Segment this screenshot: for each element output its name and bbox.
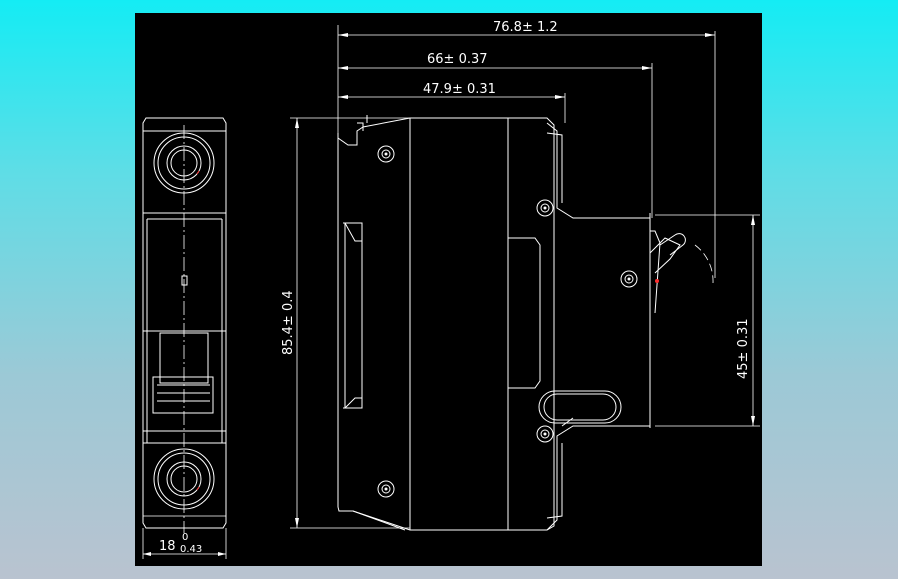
breaker-drawing: 18 0 0.43: [142, 20, 760, 559]
cad-drawing-canvas[interactable]: 18 0 0.43: [135, 13, 762, 566]
dim-side-tol-lower: 0.43: [180, 544, 202, 555]
front-view: [290, 25, 760, 531]
dim-side-tol-upper: 0: [182, 532, 188, 543]
dim-side-width: 18: [159, 539, 176, 554]
dim-total-width: 76.8± 1.2: [493, 20, 558, 35]
dim-height-45: 45± 0.31: [736, 318, 751, 379]
side-view: [142, 117, 227, 559]
dim-height-85: 85.4± 0.4: [281, 290, 296, 355]
dim-width-47: 47.9± 0.31: [423, 82, 496, 97]
dim-width-66: 66± 0.37: [427, 52, 488, 67]
